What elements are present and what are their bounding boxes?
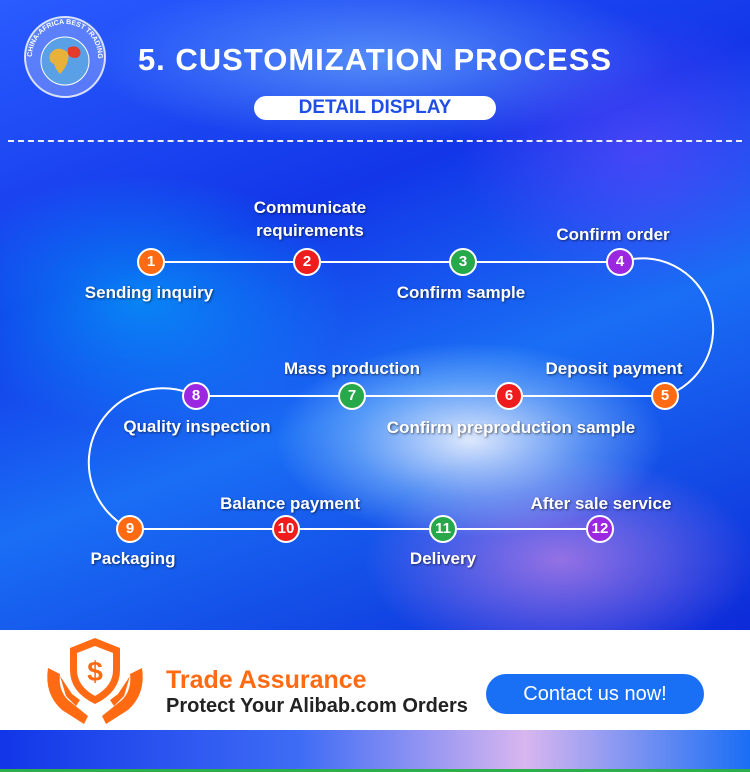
step-2-marker: 2 xyxy=(293,248,321,276)
step-9-label: Packaging xyxy=(90,549,176,568)
step-10-marker: 10 xyxy=(272,515,300,543)
footer-band xyxy=(0,730,750,772)
step-12-label: After sale service xyxy=(530,494,672,513)
process-path xyxy=(87,257,715,530)
step-5-label: Deposit payment xyxy=(545,359,683,378)
step-3-marker: 3 xyxy=(449,248,477,276)
step-6-marker: 6 xyxy=(495,382,523,410)
trade-assurance-panel: $ Trade Assurance Protect Your Alibab.co… xyxy=(0,630,750,730)
step-5-marker: 5 xyxy=(651,382,679,410)
step-2-label: Communicate requirements xyxy=(253,198,367,240)
step-3-label: Confirm sample xyxy=(396,283,526,302)
step-1-marker: 1 xyxy=(137,248,165,276)
step-10-label: Balance payment xyxy=(220,494,360,513)
step-4-marker: 4 xyxy=(606,248,634,276)
step-11-label: Delivery xyxy=(409,549,477,568)
shield-hands-icon: $ xyxy=(47,638,143,724)
detail-display-badge: DETAIL DISPLAY xyxy=(254,96,496,120)
step-8-label: Quality inspection xyxy=(123,417,271,436)
step-7-label: Mass production xyxy=(283,359,421,378)
step-6-label: Confirm preproduction sample xyxy=(386,418,636,437)
contact-us-button[interactable]: Contact us now! xyxy=(486,674,704,714)
step-8-marker: 8 xyxy=(182,382,210,410)
trade-assurance-subtitle: Protect Your Alibab.com Orders xyxy=(166,695,468,717)
step-11-marker: 11 xyxy=(429,515,457,543)
page-title: 5. CUSTOMIZATION PROCESS xyxy=(137,42,613,77)
svg-text:$: $ xyxy=(87,656,103,687)
divider xyxy=(8,140,742,142)
step-7-marker: 7 xyxy=(338,382,366,410)
step-12-marker: 12 xyxy=(586,515,614,543)
step-9-marker: 9 xyxy=(116,515,144,543)
footer-strip xyxy=(0,769,750,772)
step-1-label: Sending inquiry xyxy=(84,283,214,302)
trade-assurance-title: Trade Assurance xyxy=(166,666,367,694)
step-4-label: Confirm order xyxy=(556,225,670,244)
platform-logo: CHINA-AFRICA BEST TRADING PLATFORM xyxy=(22,14,106,98)
